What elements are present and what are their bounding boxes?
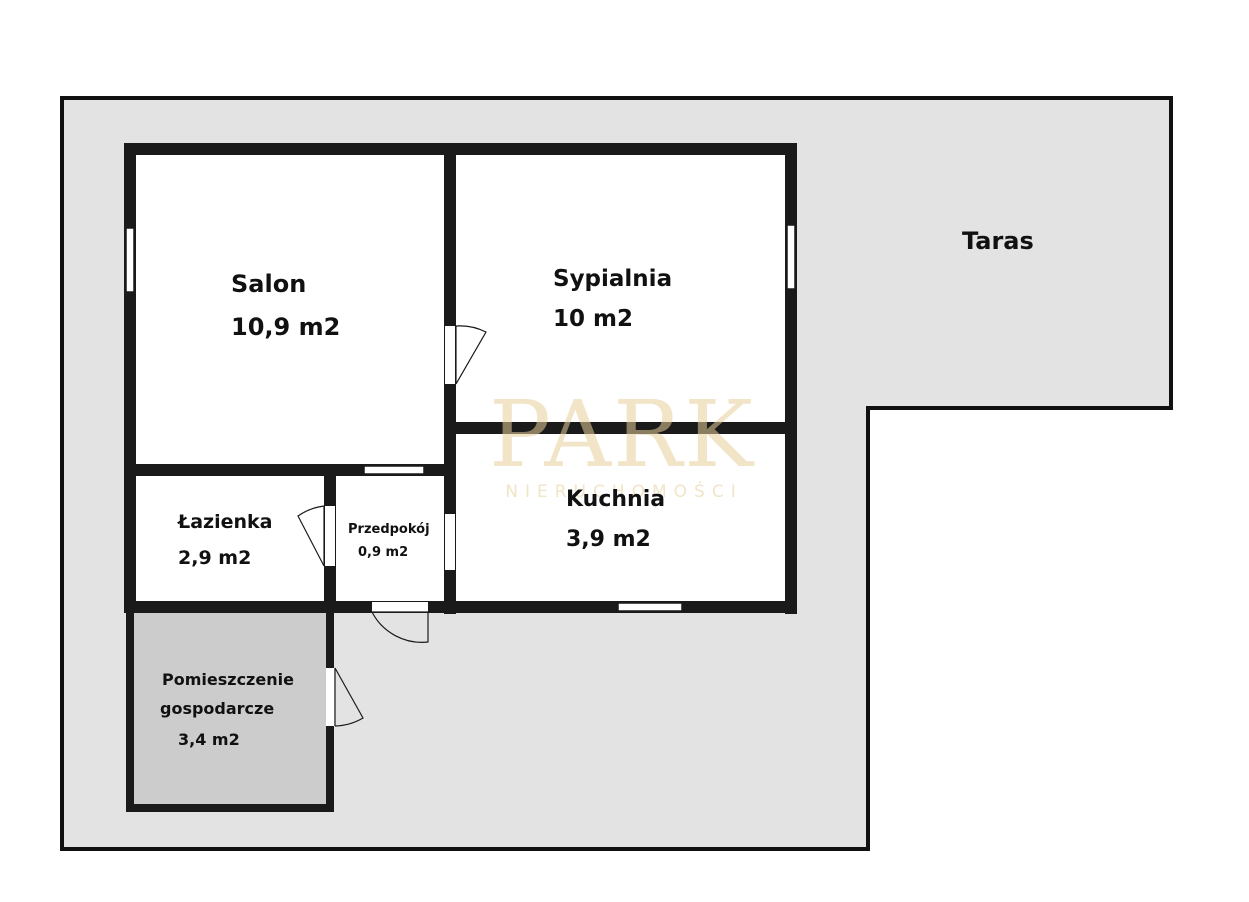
- gospodarcze-floor: [130, 610, 330, 808]
- window-sypialnia: [786, 224, 796, 290]
- watermark-logo: PARK NIERUCHOMOŚCI: [489, 381, 755, 502]
- taras-label: Taras: [962, 227, 1034, 255]
- kuchnia-label: Kuchnia: [566, 487, 665, 512]
- gospodarcze-area: 3,4 m2: [178, 730, 240, 749]
- watermark-subtitle: NIERUCHOMOŚCI: [505, 480, 742, 502]
- window-corridor: [363, 465, 425, 475]
- lazienka-label: Łazienka: [177, 511, 272, 533]
- gospodarcze-label-line2: gospodarcze: [160, 699, 274, 718]
- przedpokoj-area: 0,9 m2: [358, 545, 408, 560]
- doors: [297, 325, 487, 727]
- gospodarcze-label-line1: Pomieszczenie: [162, 670, 294, 689]
- sypialnia-area: 10 m2: [553, 306, 633, 332]
- window-kuchnia: [617, 602, 683, 612]
- watermark-logo-text: PARK: [489, 381, 755, 488]
- przedpokoj-label: Przedpokój: [348, 522, 430, 537]
- lazienka-floor: [130, 470, 330, 606]
- sypialnia-label: Sypialnia: [553, 266, 672, 292]
- window-salon: [125, 227, 135, 293]
- lazienka-area: 2,9 m2: [178, 547, 251, 569]
- salon-floor: [130, 150, 450, 468]
- kuchnia-area: 3,9 m2: [566, 527, 651, 552]
- kuchnia-floor: [450, 428, 790, 606]
- windows: [125, 224, 796, 612]
- salon-label: Salon: [231, 270, 306, 298]
- salon-area: 10,9 m2: [231, 313, 340, 341]
- przedpokoj-floor: [330, 470, 450, 606]
- sypialnia-floor: [450, 150, 790, 428]
